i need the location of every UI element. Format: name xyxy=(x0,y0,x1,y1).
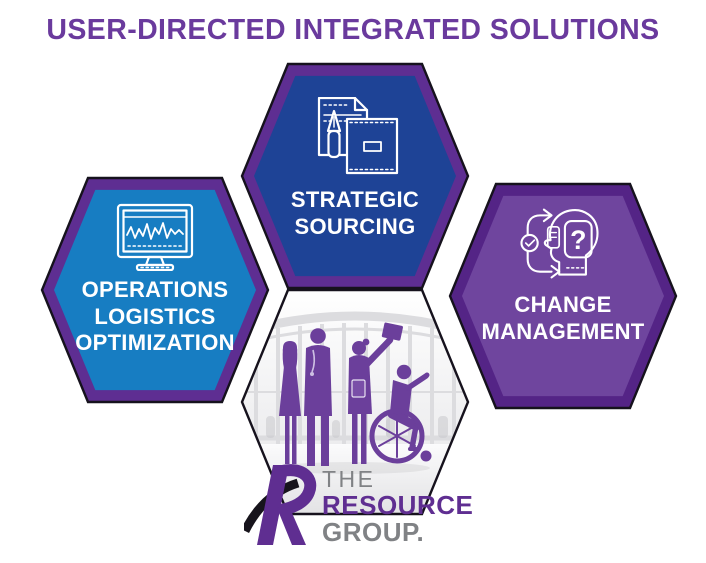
resource-group-r-mark-icon xyxy=(244,464,317,545)
logo-text-group: GROUP. xyxy=(322,517,425,547)
silhouette-wheelchair-person xyxy=(369,364,432,464)
hexagon-shape xyxy=(240,62,470,290)
people-silhouettes-photo xyxy=(240,288,470,516)
monitor-waveform-icon xyxy=(116,203,194,271)
silhouette-woman xyxy=(279,341,301,464)
logo-text-resource: RESOURCE xyxy=(322,490,474,520)
resource-group-logo: THE RESOURCE GROUP. xyxy=(244,461,473,547)
hexagon-strategic-sourcing: STRATEGIC SOURCING xyxy=(240,62,470,290)
silhouette-nurse xyxy=(348,322,403,464)
logo-wordmark: THE RESOURCE GROUP. xyxy=(322,461,473,546)
hexagon-operations-logistics: OPERATIONS LOGISTICS OPTIMIZATION xyxy=(40,176,270,404)
hexagon-shape xyxy=(40,176,270,404)
svg-text:?: ? xyxy=(570,225,586,255)
page-title: USER-DIRECTED INTEGRATED SOLUTIONS xyxy=(46,14,660,46)
head-question-arrows-icon: ? xyxy=(520,208,599,279)
silhouette-doctor xyxy=(304,328,332,466)
hexagon-shape xyxy=(448,182,678,410)
hexagon-people-photo xyxy=(240,288,470,516)
hexagon-label-change-management: CHANGE MANAGEMENT xyxy=(481,292,645,344)
hexagon-label-strategic-sourcing: STRATEGIC SOURCING xyxy=(290,187,420,239)
logo-text-the: THE xyxy=(322,466,376,492)
hexagon-label-operations: OPERATIONS LOGISTICS OPTIMIZATION xyxy=(75,276,235,356)
documents-pen-icon xyxy=(317,97,399,175)
hexagon-change-management: ? CHANGE MANAGEMENT xyxy=(448,182,678,410)
